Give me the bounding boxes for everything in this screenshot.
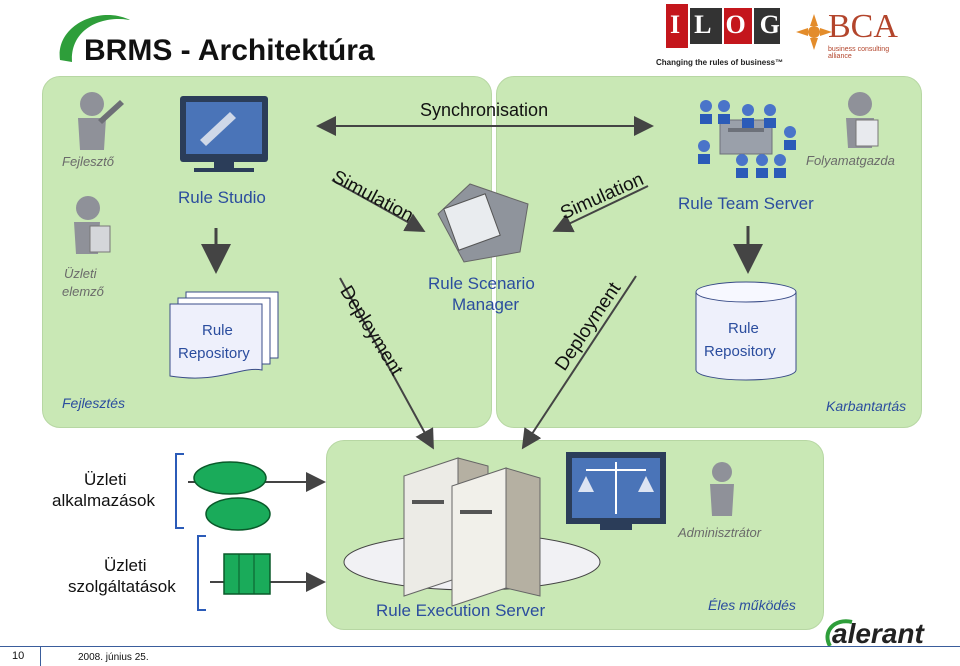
client-uzleti-alkalmazasok-1: Üzleti	[84, 470, 127, 489]
zone-fejlesztes: Fejlesztés	[62, 395, 126, 411]
role-adminisztrator: Adminisztrátor	[678, 525, 762, 540]
role-uzleti-elemzo-2: elemző	[62, 284, 104, 299]
component-rule-team-server: Rule Team Server	[678, 194, 814, 213]
zone-eles-mukodes: Éles működés	[708, 597, 796, 613]
client-uzleti-szolgaltatasok-2: szolgáltatások	[68, 577, 176, 596]
component-rule-repository-right-2: Repository	[704, 343, 776, 360]
component-rule-repository-left-1: Rule	[202, 322, 233, 339]
alerant-logo: alerant	[822, 616, 924, 652]
client-uzleti-alkalmazasok-2: alkalmazások	[52, 491, 155, 510]
component-rule-scenario-manager-1: Rule Scenario	[428, 274, 535, 293]
component-rule-scenario-manager-2: Manager	[452, 295, 520, 314]
footer-date: 2008. június 25.	[78, 652, 149, 663]
role-fejleszto: Fejlesztő	[62, 154, 115, 169]
footer-page-number: 10	[12, 650, 25, 662]
zone-karbantartas: Karbantartás	[826, 398, 907, 414]
ilog-tagline: Changing the rules of business™	[656, 58, 784, 67]
role-uzleti-elemzo-1: Üzleti	[64, 266, 97, 281]
client-uzleti-szolgaltatasok-1: Üzleti	[104, 556, 147, 575]
role-folyamatgazda: Folyamatgazda	[806, 153, 895, 168]
footer-line	[40, 646, 41, 666]
ilog-logo: ILOG	[666, 4, 782, 62]
footer-bar	[0, 646, 960, 647]
flow-synchronisation: Synchronisation	[420, 100, 549, 120]
component-rule-repository-left-2: Repository	[178, 345, 250, 362]
component-rule-studio: Rule Studio	[178, 188, 266, 207]
bca-logo: BCA business consulting alliance	[794, 8, 914, 60]
component-rule-repository-right-1: Rule	[728, 320, 759, 337]
page-title: BRMS - Architektúra	[84, 34, 375, 67]
component-rule-execution-server: Rule Execution Server	[376, 601, 546, 620]
